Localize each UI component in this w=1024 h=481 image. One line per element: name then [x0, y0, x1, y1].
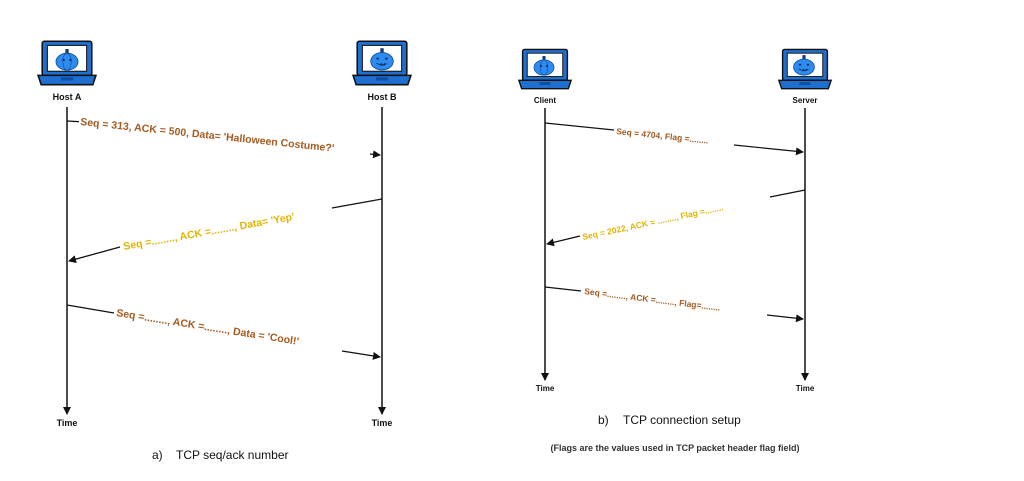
message-a1-arrow — [369, 150, 381, 159]
message-b3-label: Seq =........, ACK =........, Flag=.....… — [584, 286, 721, 313]
host-b-label: Host B — [368, 92, 398, 102]
caption-a-label: a) — [152, 448, 163, 462]
message-b2-arrow — [546, 235, 581, 247]
diagram-b: Client Server Time Time Seq = 4704, Flag… — [518, 48, 832, 453]
message-a2-arrow — [68, 246, 121, 264]
host-b-time-label: Time — [372, 418, 393, 428]
message-b2-tail — [769, 189, 806, 198]
caption-b-label: b) — [598, 413, 609, 427]
message-a1-label: Seq = 313, ACK = 500, Data= 'Halloween C… — [80, 116, 335, 155]
message-b1-label: Seq = 4704, Flag =........ — [616, 126, 709, 146]
server-label: Server — [793, 96, 818, 105]
message-b1-arrow — [733, 144, 804, 156]
diagram-a: Host A Host B Time Time Seq = 313, ACK =… — [37, 40, 412, 462]
client-label: Client — [534, 96, 557, 105]
client-laptop-icon — [518, 48, 572, 90]
caption-b-note: (Flags are the values used in TCP packet… — [551, 443, 800, 453]
caption-a-text: TCP seq/ack number — [176, 448, 289, 462]
caption-b-text: TCP connection setup — [623, 413, 741, 427]
server-laptop-icon — [778, 48, 832, 90]
message-a1-lead — [66, 120, 80, 123]
host-b-laptop-icon — [352, 40, 412, 86]
host-a-time-label: Time — [57, 418, 78, 428]
message-b1-lead — [544, 122, 615, 131]
message-b3-lead — [544, 286, 582, 292]
host-a-laptop-icon — [37, 40, 97, 86]
server-time-label: Time — [796, 384, 815, 393]
host-a-label: Host A — [53, 92, 82, 102]
message-a2-tail — [331, 198, 383, 209]
message-a2-label: Seq =........, ACK =........, Data= 'Yep… — [122, 211, 295, 253]
client-time-label: Time — [536, 384, 555, 393]
message-b3-arrow — [766, 314, 804, 323]
message-a3-arrow — [341, 350, 381, 360]
message-a3-label: Seq =........, ACK =........, Data = 'Co… — [116, 307, 300, 348]
message-a3-lead — [66, 304, 115, 314]
message-b2-label: Seq = 2022, ACK = ........, Flag =......… — [581, 202, 724, 242]
